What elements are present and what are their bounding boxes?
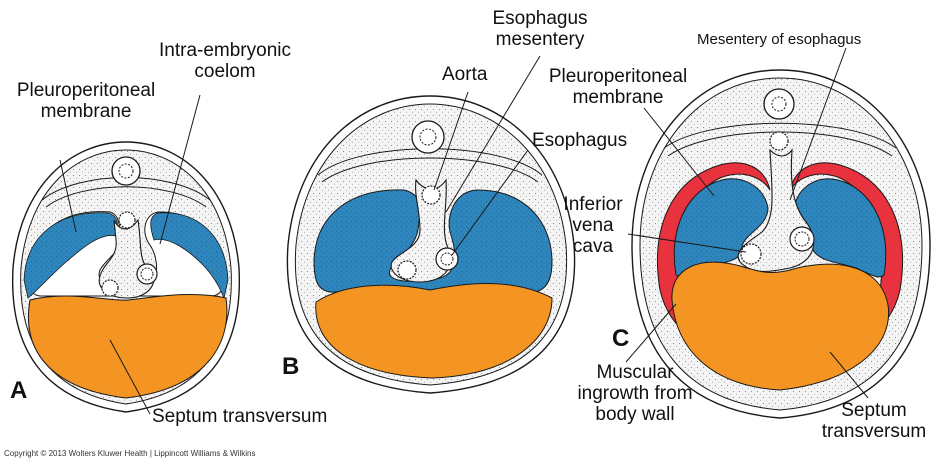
label-c-muscular-ingrowth: Muscular ingrowth from body wall	[570, 362, 700, 425]
leader-c-ivc	[627, 233, 747, 253]
panel-c-spinal-cord-center	[771, 96, 787, 112]
label-c-septum-line1: Septum	[841, 400, 907, 421]
copyright-line: Copyright © 2013 Wolters Kluwer Health |…	[4, 449, 256, 458]
label-c-ivc-line2: vena	[572, 215, 614, 236]
label-c-ivc-line3: cava	[572, 236, 614, 257]
label-c-muscular-line3: body wall	[595, 404, 675, 425]
panel-c	[631, 69, 931, 419]
panel-b-letter: B	[282, 353, 300, 380]
label-c-mesentery-of-esophagus: Mesentery of esophagus	[697, 31, 862, 48]
leader-b-esophagus-mesentery	[445, 55, 541, 213]
panel-a-spinal-cord-center	[118, 163, 134, 179]
label-a-intra-embryonic-coelom: Intra-embryonic coelom	[150, 40, 300, 82]
panel-c-ivc	[740, 243, 762, 265]
label-c-pleuroperitoneal-line2: membrane	[572, 87, 664, 108]
panel-a-letter: A	[10, 377, 28, 404]
label-a-pleuroperitoneal-membrane: Pleuroperitoneal membrane	[0, 80, 174, 122]
panel-c-rib-band	[663, 122, 897, 149]
label-b-aorta: Aorta	[442, 64, 488, 85]
panel-a-pleuroperitoneal-right	[150, 212, 229, 300]
panel-b	[286, 95, 576, 394]
leader-a-pleuroperitoneal	[59, 159, 77, 233]
label-c-pleuroperitoneal-line1: Pleuroperitoneal	[548, 66, 688, 87]
panel-a-aorta	[118, 211, 136, 229]
leader-c-pleuroperitoneal	[643, 107, 715, 197]
leader-lines	[59, 47, 869, 415]
label-a-coelom-line1: Intra-embryonic	[159, 40, 291, 61]
label-a-coelom-line2: coelom	[194, 61, 256, 82]
label-c-ivc-line1: Inferior	[563, 194, 623, 215]
leader-a-septum	[109, 339, 151, 415]
panel-c-esophagus-lumen	[794, 231, 810, 247]
panel-a-esophagus-lumen	[140, 267, 154, 281]
label-c-muscular-line2: ingrowth from	[577, 383, 693, 404]
panel-b-spinal-cord-center	[419, 128, 437, 146]
label-b-esophagus-mesentery: Esophagus mesentery	[478, 8, 602, 50]
panel-a-septum-transversum	[27, 294, 228, 399]
leader-c-septum	[829, 351, 869, 399]
label-b-esophagus-mesentery-line2: mesentery	[495, 29, 585, 50]
label-c-muscular-line1: Muscular	[596, 362, 674, 383]
label-a-septum-transversum: Septum transversum	[152, 406, 328, 427]
panel-b-ivc	[397, 260, 417, 280]
label-a-pleuroperitoneal-line1: Pleuroperitoneal	[16, 80, 156, 101]
panel-c-letter: C	[612, 325, 630, 352]
panel-c-aorta	[769, 131, 789, 151]
panel-b-esophagus-lumen	[440, 252, 454, 266]
panel-b-aorta	[421, 185, 441, 205]
label-a-pleuroperitoneal-line2: membrane	[40, 101, 132, 122]
panel-b-septum-transversum	[315, 283, 553, 379]
label-b-esophagus: Esophagus	[532, 130, 628, 151]
label-c-inferior-vena-cava: Inferior vena cava	[548, 194, 638, 257]
panel-a-rib-band-inner	[45, 186, 207, 208]
label-c-septum-line2: transversum	[821, 421, 927, 442]
panel-a	[11, 141, 241, 413]
leader-a-coelom	[159, 94, 201, 245]
leader-c-mesentery	[789, 47, 847, 201]
leader-b-esophagus	[451, 149, 529, 256]
panel-a-ivc	[101, 279, 119, 297]
leader-c-muscular	[625, 303, 677, 363]
label-c-pleuroperitoneal-membrane: Pleuroperitoneal membrane	[540, 66, 696, 108]
label-c-septum-transversum: Septum transversum	[818, 400, 930, 442]
panel-b-rib-band-inner	[321, 157, 539, 183]
leader-b-aorta	[433, 91, 469, 191]
label-b-esophagus-mesentery-line1: Esophagus	[492, 8, 588, 29]
